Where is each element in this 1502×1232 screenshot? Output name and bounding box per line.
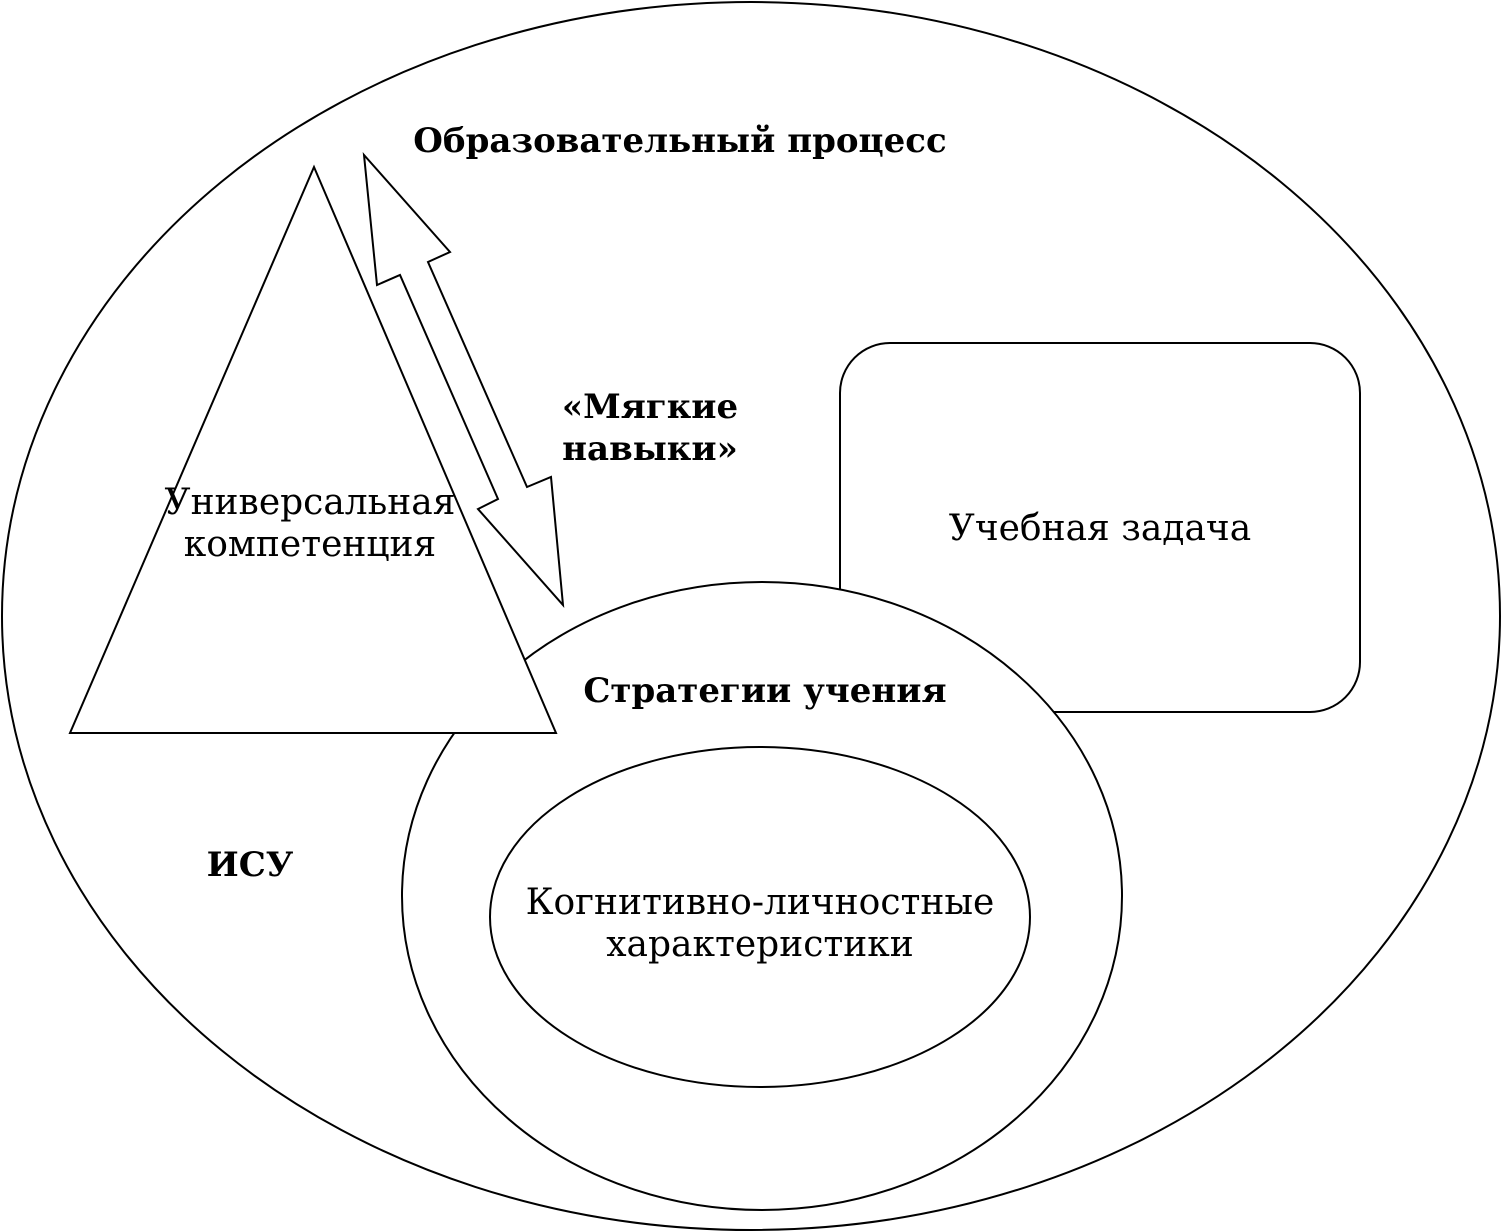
soft-skills-line1: «Мягкие — [561, 387, 739, 427]
cognitive-line1: Когнитивно-личностные — [525, 882, 995, 923]
learning-strategies-label: Стратегии учения — [583, 671, 947, 711]
cognitive-ellipse — [489, 746, 1031, 1088]
cognitive-line2: характеристики — [606, 924, 914, 965]
double-arrow-icon — [362, 152, 565, 608]
soft-skills-label: «Мягкие навыки» — [530, 386, 770, 470]
competence-triangle — [68, 164, 558, 734]
universal-competence-line2: компетенция — [183, 524, 437, 565]
isu-label: ИСУ — [206, 845, 294, 885]
educational-process-label: Образовательный процесс — [413, 121, 947, 161]
universal-competence-line1: Универсальная — [164, 482, 456, 523]
universal-competence-label: Универсальная компетенция — [140, 482, 480, 566]
learning-task-label: Учебная задача — [948, 508, 1252, 549]
learning-task-box — [839, 342, 1361, 713]
cognitive-characteristics-label: Когнитивно-личностные характеристики — [500, 882, 1020, 966]
soft-skills-line2: навыки» — [562, 429, 738, 469]
